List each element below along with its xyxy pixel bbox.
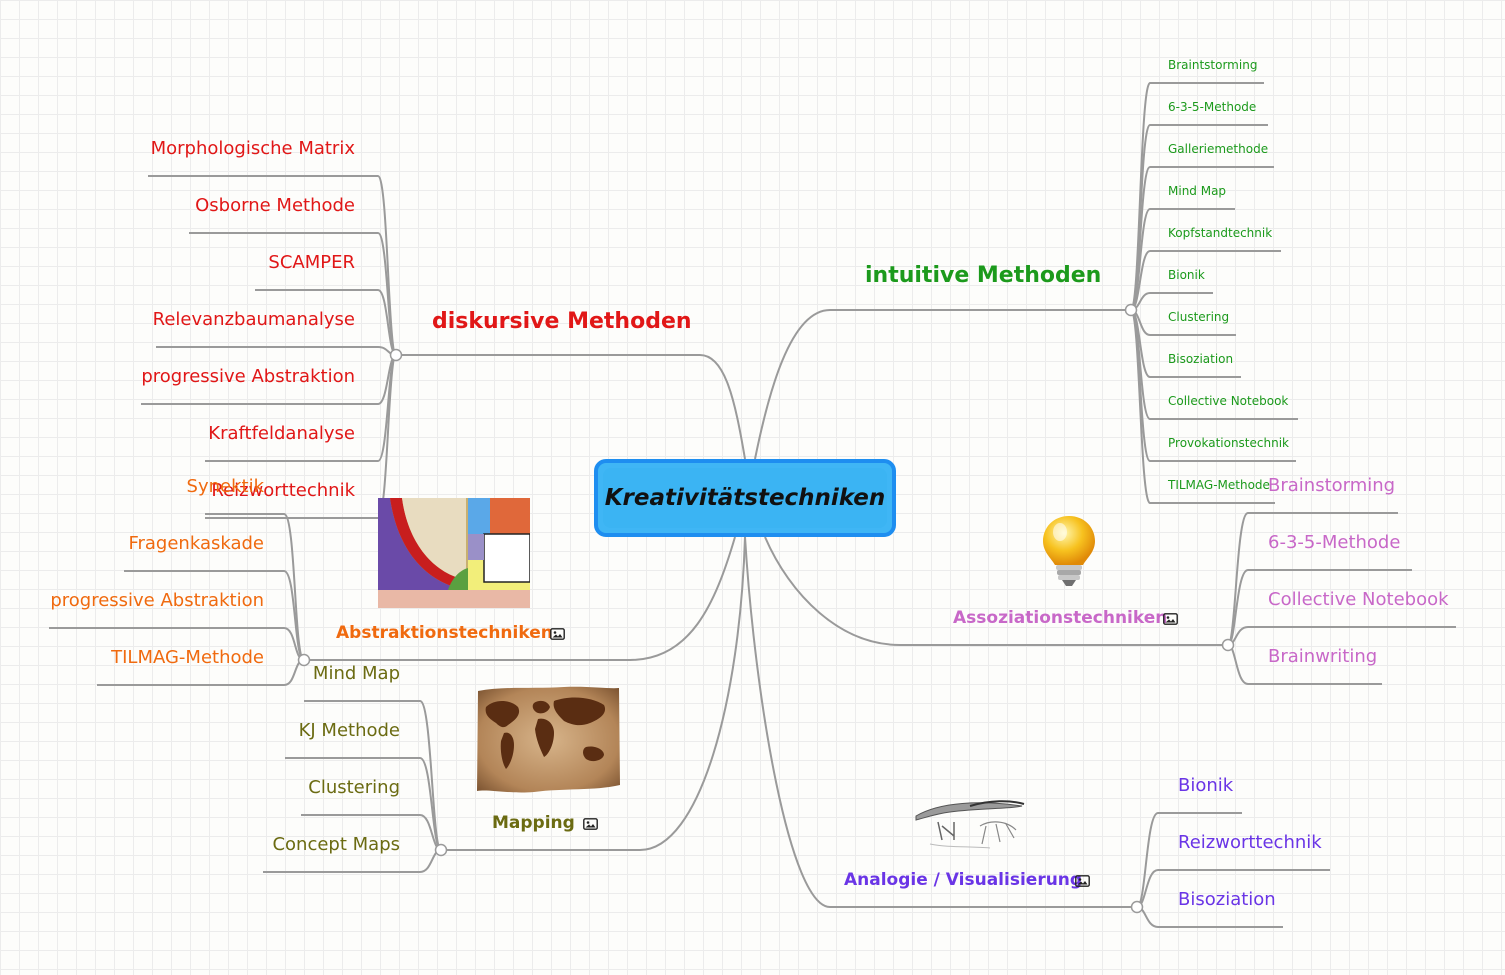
bird-sketch-picture bbox=[915, 800, 1025, 849]
leaf-bionik-2[interactable]: Bionik bbox=[1178, 775, 1234, 796]
leaf-bionik[interactable]: Bionik bbox=[1168, 268, 1205, 282]
leaf-concept-maps[interactable]: Concept Maps bbox=[272, 834, 400, 855]
leaf-relevanzbaumanalyse[interactable]: Relevanzbaumanalyse bbox=[152, 309, 355, 330]
intuitive-collapse-handle[interactable] bbox=[1124, 303, 1138, 317]
leaf-fragenkaskade[interactable]: Fragenkaskade bbox=[128, 533, 264, 554]
leaf-clustering[interactable]: Clustering bbox=[1168, 310, 1230, 324]
analogie-collapse-handle[interactable] bbox=[1130, 900, 1144, 914]
branch-mapping[interactable]: Mapping bbox=[492, 813, 575, 833]
abstract-geometric-picture bbox=[378, 498, 530, 608]
leaf-galleriemethode[interactable]: Galleriemethode bbox=[1168, 142, 1269, 156]
mapping-collapse-handle[interactable] bbox=[434, 843, 448, 857]
leaf-collective-notebook-2[interactable]: Collective Notebook bbox=[1268, 589, 1449, 610]
image-icon[interactable] bbox=[1075, 875, 1090, 887]
leaf-reizworttechnik[interactable]: Reizworttechnik bbox=[211, 480, 355, 501]
leaf-provokationstechnik[interactable]: Provokationstechnik bbox=[1168, 436, 1289, 450]
leaf-635-methode-2[interactable]: 6-3-5-Methode bbox=[1268, 532, 1401, 553]
leaf-bisoziation[interactable]: Bisoziation bbox=[1168, 352, 1234, 366]
leaf-tilmag-methode[interactable]: TILMAG-Methode bbox=[1168, 478, 1270, 492]
leaf-brainstorming[interactable]: Brainstorming bbox=[1268, 475, 1396, 496]
diskursive-collapse-handle[interactable] bbox=[389, 348, 403, 362]
abstraktion-collapse-handle[interactable] bbox=[297, 653, 311, 667]
leaf-scamper[interactable]: SCAMPER bbox=[268, 252, 355, 273]
assoziation-collapse-handle[interactable] bbox=[1221, 638, 1235, 652]
root-topic[interactable]: Kreativitätstechniken bbox=[594, 459, 896, 537]
image-icon[interactable] bbox=[1163, 613, 1178, 625]
leaf-clustering-2[interactable]: Clustering bbox=[308, 777, 400, 798]
leaf-progressive-abstraktion[interactable]: progressive Abstraktion bbox=[141, 366, 355, 387]
leaf-kopfstandtechnik[interactable]: Kopfstandtechnik bbox=[1168, 226, 1273, 240]
leaf-kraftfeldanalyse[interactable]: Kraftfeldanalyse bbox=[208, 423, 355, 444]
leaf-mind-map[interactable]: Mind Map bbox=[1168, 184, 1227, 198]
leaf-synektik[interactable]: Synektik bbox=[186, 476, 264, 497]
leaf-reizworttechnik-2[interactable]: Reizworttechnik bbox=[1178, 832, 1322, 853]
branch-intuitive-methoden[interactable]: intuitive Methoden bbox=[865, 263, 1102, 288]
leaf-635-methode[interactable]: 6-3-5-Methode bbox=[1168, 100, 1257, 114]
leaf-kj-methode[interactable]: KJ Methode bbox=[298, 720, 400, 741]
leaf-tilmag-methode-2[interactable]: TILMAG-Methode bbox=[111, 647, 264, 668]
leaf-mind-map-2[interactable]: Mind Map bbox=[312, 663, 400, 684]
leaf-braintstorming[interactable]: Braintstorming bbox=[1168, 58, 1258, 72]
leaf-osborne-methode[interactable]: Osborne Methode bbox=[195, 195, 355, 216]
leaf-brainwriting[interactable]: Brainwriting bbox=[1268, 646, 1378, 667]
branch-assoziationstechniken[interactable]: Assoziationstechniken bbox=[953, 608, 1168, 628]
image-icon[interactable] bbox=[550, 628, 565, 640]
light-bulb-icon bbox=[1043, 516, 1095, 586]
leaf-progressive-abstraktion-2[interactable]: progressive Abstraktion bbox=[50, 590, 264, 611]
image-icon[interactable] bbox=[583, 818, 598, 830]
branch-abstraktionstechniken[interactable]: Abstraktionstechniken bbox=[336, 623, 553, 643]
world-map-picture bbox=[477, 686, 620, 793]
branch-diskursive-methoden[interactable]: diskursive Methoden bbox=[432, 309, 692, 334]
root-topic-label: Kreativitätstechniken bbox=[604, 485, 886, 511]
leaf-collective-notebook[interactable]: Collective Notebook bbox=[1168, 394, 1289, 408]
leaf-morphologische-matrix[interactable]: Morphologische Matrix bbox=[150, 138, 355, 159]
leaf-bisoziation-2[interactable]: Bisoziation bbox=[1178, 889, 1276, 910]
branch-analogie-visualisierung[interactable]: Analogie / Visualisierung bbox=[844, 870, 1083, 890]
